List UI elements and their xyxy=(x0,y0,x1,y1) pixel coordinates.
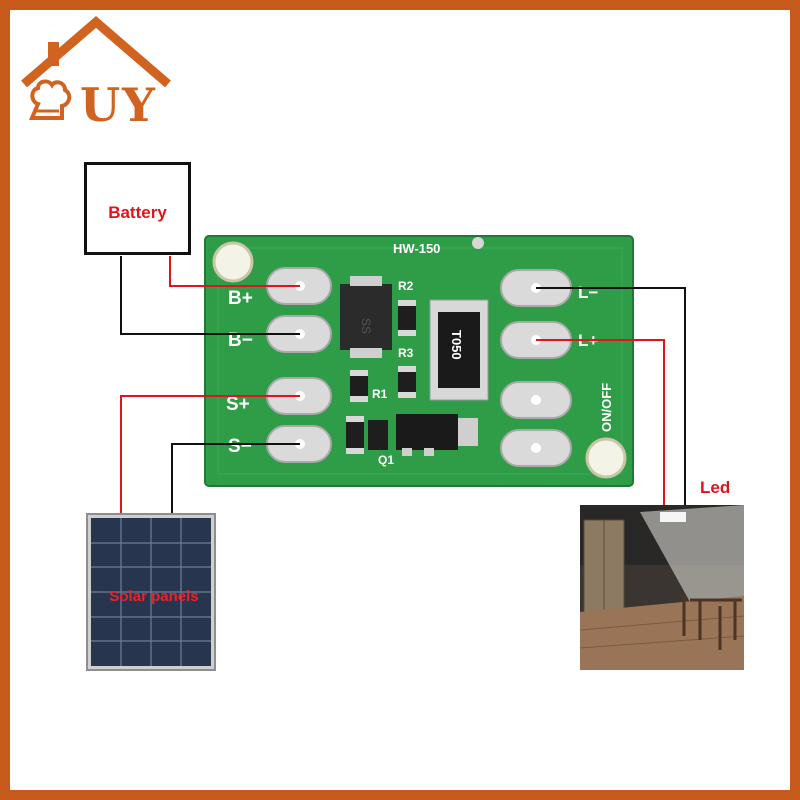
mounting-hole-top-left xyxy=(212,241,254,283)
solar-panel xyxy=(86,513,216,671)
label-q1: Q1 xyxy=(378,453,394,467)
diode-component: SS xyxy=(340,276,392,358)
inductor-label: T050 xyxy=(449,330,464,360)
wire-led-red xyxy=(536,339,665,505)
led-photo xyxy=(579,505,745,670)
pad-switch-1 xyxy=(500,381,572,419)
resistor-r1 xyxy=(350,370,368,402)
patio-furniture xyxy=(682,596,742,650)
battery-box: Battery xyxy=(84,162,191,255)
wire-battery-red xyxy=(169,256,300,287)
solar-panels-label: Solar panels xyxy=(109,588,199,605)
label-r2: R2 xyxy=(398,279,414,293)
label-l-minus: L− xyxy=(578,283,598,302)
logo-house-icon xyxy=(21,16,171,120)
label-on-off: ON/OFF xyxy=(599,383,614,432)
chef-hat-icon xyxy=(28,79,72,120)
label-b-plus: B+ xyxy=(228,288,253,309)
pcb-dot xyxy=(472,237,484,249)
resistor-r3 xyxy=(398,366,416,398)
pad-switch-2 xyxy=(500,429,572,467)
label-b-minus: B− xyxy=(228,330,253,351)
mounting-hole-bottom-right xyxy=(585,437,627,479)
wire-solar-black xyxy=(171,443,300,514)
label-s-minus: S− xyxy=(228,436,252,457)
battery-label: Battery xyxy=(108,203,167,222)
led-label: Led xyxy=(700,478,731,497)
resistor-r2 xyxy=(398,300,416,336)
board-model-label: HW-150 xyxy=(393,241,440,256)
transistor-q1 xyxy=(368,420,388,450)
pcb-board: HW-150 B+ B− S+ S− L− L+ ON/OFF SS R2 R3 xyxy=(204,235,634,487)
label-s-plus: S+ xyxy=(226,394,250,415)
logo-text: UY xyxy=(80,78,157,132)
svg-text:SS: SS xyxy=(359,318,373,334)
inductor-component: T050 xyxy=(429,299,489,401)
wire-battery-black xyxy=(120,256,300,335)
label-r3: R3 xyxy=(398,346,414,360)
chip-component xyxy=(396,414,478,456)
wire-solar-red xyxy=(120,395,300,514)
label-r1: R1 xyxy=(372,387,388,401)
capacitor-small xyxy=(346,416,364,454)
wire-led-black xyxy=(536,287,686,505)
